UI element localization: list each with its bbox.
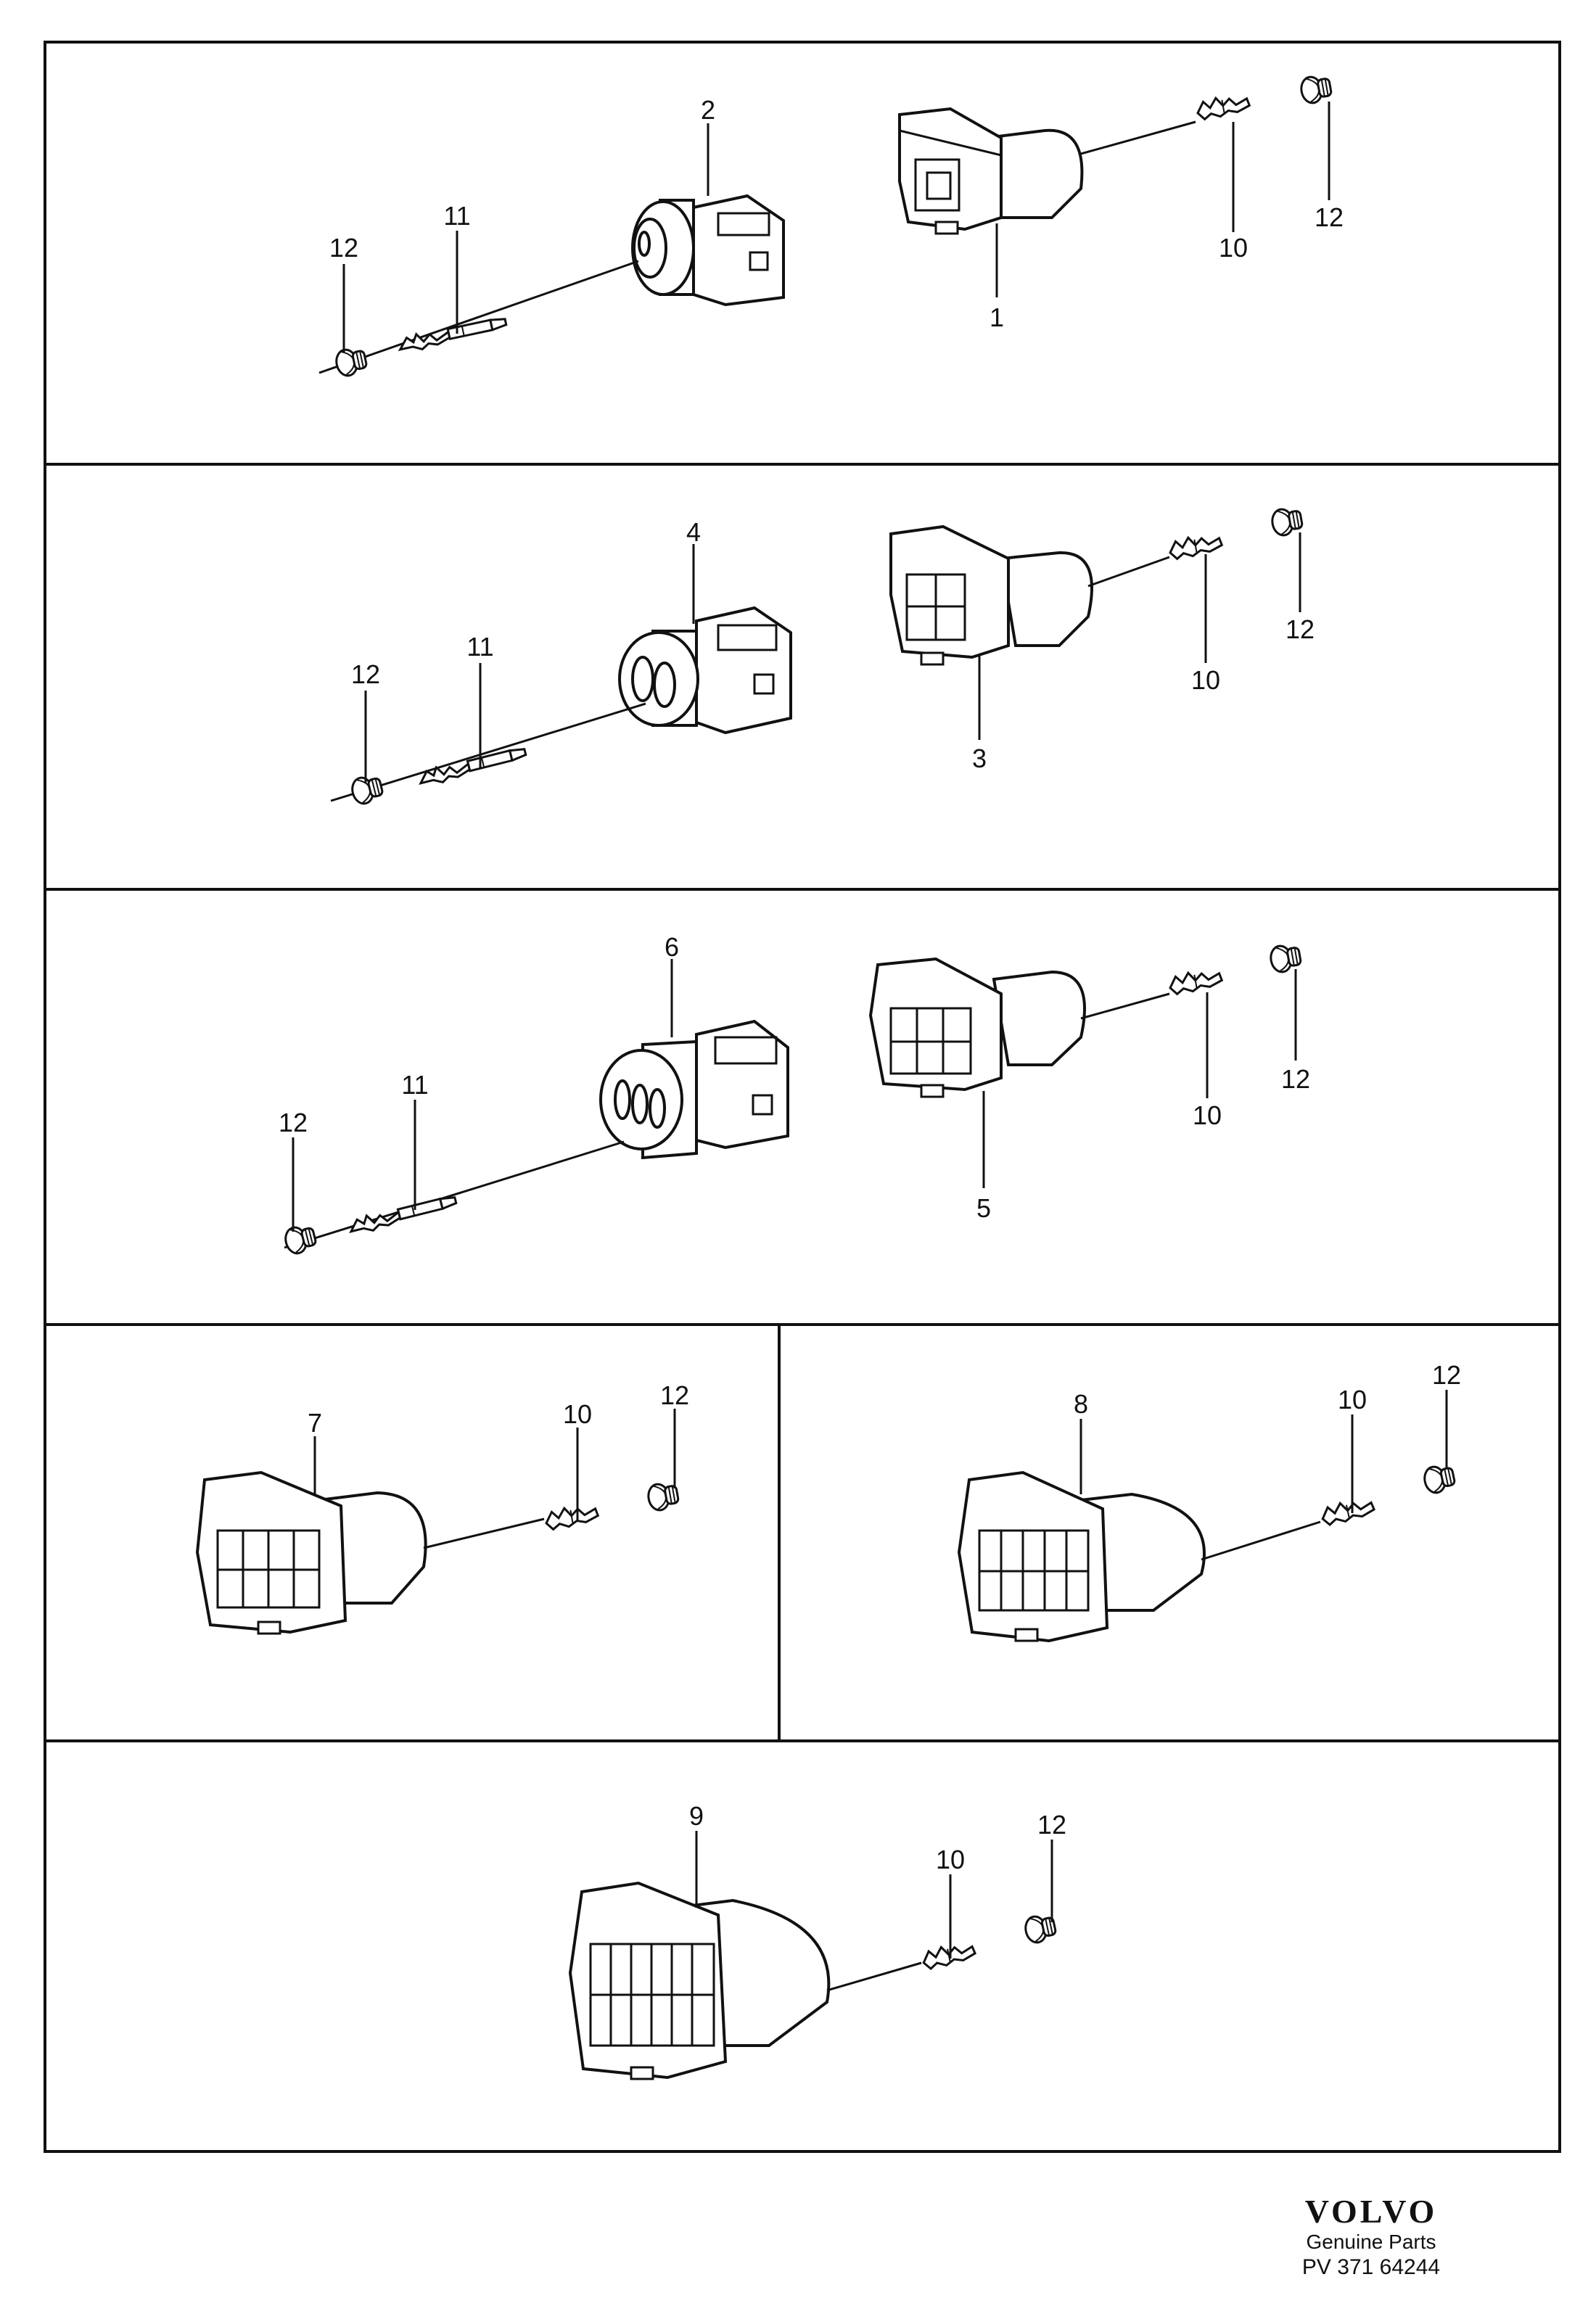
wire — [1201, 1520, 1321, 1561]
volvo-logo: VOLVO — [1304, 2193, 1438, 2230]
wire — [423, 1517, 545, 1549]
wire-left — [284, 1140, 625, 1249]
male-connector-2pin — [631, 194, 785, 307]
male-connector-3pin — [599, 1019, 789, 1160]
callout-label: 12 — [279, 1108, 308, 1137]
socket-terminal-10 — [543, 1502, 601, 1532]
callout-label: 12 — [1286, 614, 1315, 644]
callout-label: 12 — [1281, 1064, 1310, 1094]
panel-3: 6 12 11 5 10 12 — [279, 932, 1310, 1257]
callout-label: 3 — [972, 744, 987, 773]
female-connector-8pin — [195, 1470, 427, 1635]
female-connector-2pin — [898, 107, 1084, 235]
callout-label: 2 — [701, 95, 715, 125]
socket-terminal-10 — [1319, 1495, 1377, 1528]
callout-label: 12 — [660, 1380, 689, 1410]
panel-2: 4 12 11 3 10 12 — [330, 505, 1315, 807]
callout-label: 10 — [1338, 1385, 1367, 1414]
female-connector-12pin — [568, 1881, 831, 2080]
panel-frames — [44, 41, 1561, 2153]
seal-left — [348, 772, 386, 807]
callout-label: 12 — [1037, 1810, 1066, 1840]
pin-terminal-11 — [347, 1193, 459, 1237]
leader-lines — [292, 959, 1297, 1232]
callout-label: 10 — [1219, 233, 1248, 263]
socket-terminal-10 — [1167, 966, 1225, 997]
wire-right — [1087, 556, 1170, 588]
callout-label: 11 — [443, 201, 470, 231]
seal-left — [333, 345, 369, 379]
panel-1: 2 12 11 1 10 12 — [318, 73, 1344, 379]
callout-label: 4 — [686, 517, 701, 547]
wire-right — [1080, 992, 1170, 1020]
seal-right — [1267, 942, 1304, 975]
wire-left — [318, 260, 639, 374]
panel-6: 9 10 12 — [568, 1801, 1066, 2080]
pin-terminal-11 — [396, 314, 509, 355]
callout-label: 10 — [563, 1399, 592, 1429]
seal-right — [1298, 73, 1334, 106]
wire-left — [330, 702, 646, 802]
wire-right — [1080, 120, 1196, 155]
callout-label: 9 — [689, 1801, 704, 1831]
leader-lines — [1079, 1390, 1448, 1513]
callout-label: 11 — [401, 1070, 428, 1100]
leader-lines — [695, 1831, 1053, 1959]
leader-lines — [364, 532, 1301, 783]
callout-label: 6 — [665, 932, 679, 962]
callout-label: 10 — [936, 1845, 965, 1874]
wire — [826, 1961, 922, 1992]
callout-label: 12 — [329, 233, 358, 263]
female-connector-10pin — [957, 1470, 1206, 1643]
callout-label: 12 — [1315, 202, 1344, 232]
callout-label: 12 — [351, 659, 380, 689]
leader-lines — [313, 1409, 676, 1520]
panel-5: 8 10 12 — [957, 1360, 1461, 1643]
socket-terminal-10 — [1194, 91, 1252, 122]
callout-label: 11 — [466, 632, 493, 662]
seal-right — [1269, 505, 1305, 538]
leader-lines — [342, 102, 1330, 353]
footer-brand-block: VOLVO Genuine Parts PV 371 64244 — [1262, 2194, 1480, 2281]
socket-terminal-10 — [920, 1939, 978, 1972]
male-connector-2pin — [618, 606, 792, 735]
callout-label: 10 — [1193, 1100, 1222, 1130]
callout-label: 8 — [1074, 1389, 1088, 1419]
callout-label: 1 — [990, 302, 1004, 332]
female-connector-6pin — [868, 957, 1086, 1098]
socket-terminal-10 — [1167, 531, 1225, 561]
female-connector-4pin — [889, 524, 1093, 666]
callout-label: 7 — [308, 1408, 322, 1438]
panel-4: 7 10 12 — [195, 1380, 689, 1635]
callout-label: 10 — [1191, 665, 1220, 695]
footer-reference: PV 371 64244 — [1301, 2255, 1441, 2279]
callout-label: 5 — [976, 1193, 991, 1223]
pin-terminal-11 — [416, 744, 529, 789]
footer-subtitle: Genuine Parts — [1306, 2231, 1436, 2253]
callout-label: 12 — [1432, 1360, 1461, 1390]
seal-left — [281, 1222, 319, 1257]
seal — [1421, 1462, 1457, 1496]
